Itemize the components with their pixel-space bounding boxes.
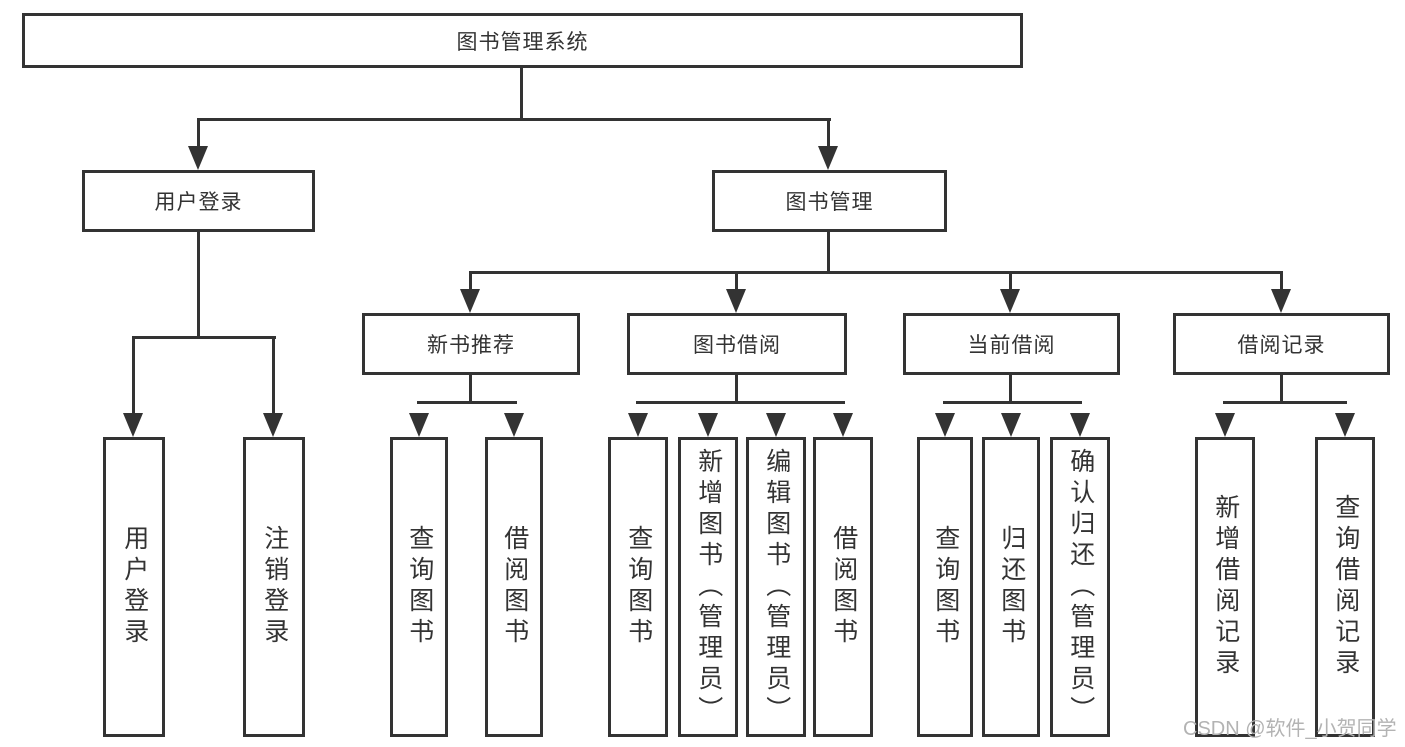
connector-new-book-recommend-bar bbox=[417, 401, 517, 404]
arrowhead-borrow-books-borrowing bbox=[833, 413, 853, 437]
connector-user-login-stem bbox=[197, 232, 200, 339]
connector-user-login-bar bbox=[132, 336, 276, 339]
node-library-management-system: 图书管理系统 bbox=[22, 13, 1023, 68]
arrowhead-borrowing-records bbox=[1271, 289, 1291, 313]
connector-drop-book-borrowing bbox=[735, 271, 738, 293]
node-new-book-recommend: 新书推荐 bbox=[362, 313, 580, 375]
arrowhead-edit-books-admin bbox=[766, 413, 786, 437]
arrowhead-query-books-current bbox=[935, 413, 955, 437]
node-logout: 注销登录 bbox=[243, 437, 305, 737]
node-label: 编辑图书（管理员） bbox=[762, 447, 791, 727]
node-label: 注销登录 bbox=[260, 525, 289, 649]
arrowhead-query-borrow-record bbox=[1335, 413, 1355, 437]
node-label: 归还图书 bbox=[997, 525, 1026, 649]
node-label: 图书借阅 bbox=[693, 334, 781, 357]
connector-root-bar bbox=[197, 118, 831, 121]
arrowhead-book-borrowing bbox=[726, 289, 746, 313]
arrowhead-current-borrowing bbox=[1000, 289, 1020, 313]
connector-drop-book-management bbox=[827, 118, 830, 150]
connector-borrowing-records-bar bbox=[1223, 401, 1347, 404]
connector-current-borrowing-stem bbox=[1009, 375, 1012, 404]
node-query-books-borrowing: 查询图书 bbox=[608, 437, 668, 737]
node-label: 确认归还（管理员） bbox=[1066, 447, 1095, 727]
node-borrowing-records: 借阅记录 bbox=[1173, 313, 1390, 375]
connector-book-management-stem bbox=[827, 232, 830, 274]
arrowhead-query-books-borrowing bbox=[628, 413, 648, 437]
node-user-login: 用户登录 bbox=[82, 170, 315, 232]
connector-current-borrowing-bar bbox=[943, 401, 1082, 404]
node-query-books-recommend: 查询图书 bbox=[390, 437, 448, 737]
node-label: 借阅记录 bbox=[1237, 334, 1326, 357]
node-borrow-books-borrowing: 借阅图书 bbox=[813, 437, 873, 737]
arrowhead-return-books bbox=[1001, 413, 1021, 437]
node-user-login-leaf: 用户登录 bbox=[103, 437, 165, 737]
arrowhead-query-books-recommend bbox=[409, 413, 429, 437]
node-label: 新增图书（管理员） bbox=[694, 447, 723, 727]
node-query-books-current: 查询图书 bbox=[917, 437, 973, 737]
node-label: 用户登录 bbox=[120, 525, 149, 649]
node-query-borrow-record: 查询借阅记录 bbox=[1315, 437, 1375, 737]
node-label: 借阅图书 bbox=[829, 525, 858, 649]
arrowhead-user-login bbox=[188, 146, 208, 170]
node-current-borrowing: 当前借阅 bbox=[903, 313, 1120, 375]
node-book-management: 图书管理 bbox=[712, 170, 947, 232]
arrowhead-confirm-return-admin bbox=[1070, 413, 1090, 437]
connector-book-management-bar bbox=[469, 271, 1283, 274]
node-confirm-return-admin: 确认归还（管理员） bbox=[1050, 437, 1110, 737]
node-label: 图书管理 bbox=[785, 191, 874, 214]
arrowhead-book-management bbox=[818, 146, 838, 170]
arrowhead-user-login-leaf bbox=[123, 413, 143, 437]
arrowhead-add-borrow-record bbox=[1215, 413, 1235, 437]
connector-root-stem bbox=[520, 68, 523, 120]
node-label: 用户登录 bbox=[154, 191, 243, 214]
arrowhead-logout bbox=[263, 413, 283, 437]
node-book-borrowing: 图书借阅 bbox=[627, 313, 847, 375]
node-label: 查询图书 bbox=[405, 525, 434, 649]
node-borrow-books-recommend: 借阅图书 bbox=[485, 437, 543, 737]
connector-drop-user-login-leaf bbox=[132, 336, 135, 416]
connector-borrowing-records-stem bbox=[1280, 375, 1283, 404]
arrowhead-new-book-recommend bbox=[460, 289, 480, 313]
connector-new-book-recommend-stem bbox=[469, 375, 472, 404]
connector-book-borrowing-bar bbox=[636, 401, 845, 404]
node-label: 查询图书 bbox=[931, 525, 960, 649]
node-edit-books-admin: 编辑图书（管理员） bbox=[746, 437, 806, 737]
node-add-books-admin: 新增图书（管理员） bbox=[678, 437, 738, 737]
node-label: 当前借阅 bbox=[967, 334, 1056, 357]
node-label: 查询借阅记录 bbox=[1331, 494, 1360, 680]
node-label: 借阅图书 bbox=[500, 525, 529, 649]
connector-book-borrowing-stem bbox=[735, 375, 738, 404]
arrowhead-add-books-admin bbox=[698, 413, 718, 437]
connector-drop-new-book-recommend bbox=[469, 271, 472, 293]
connector-drop-current-borrowing bbox=[1009, 271, 1012, 293]
connector-drop-borrowing-records bbox=[1280, 271, 1283, 293]
node-return-books: 归还图书 bbox=[982, 437, 1040, 737]
node-label: 新增借阅记录 bbox=[1211, 494, 1240, 680]
node-label: 图书管理系统 bbox=[456, 30, 589, 54]
node-label: 查询图书 bbox=[624, 525, 653, 649]
node-add-borrow-record: 新增借阅记录 bbox=[1195, 437, 1255, 737]
connector-drop-logout bbox=[272, 336, 275, 416]
connector-drop-user-login bbox=[197, 118, 200, 150]
arrowhead-borrow-books-recommend bbox=[504, 413, 524, 437]
csdn-watermark: CSDN @软件_小贺同学 bbox=[1183, 718, 1397, 740]
node-label: 新书推荐 bbox=[427, 334, 515, 357]
